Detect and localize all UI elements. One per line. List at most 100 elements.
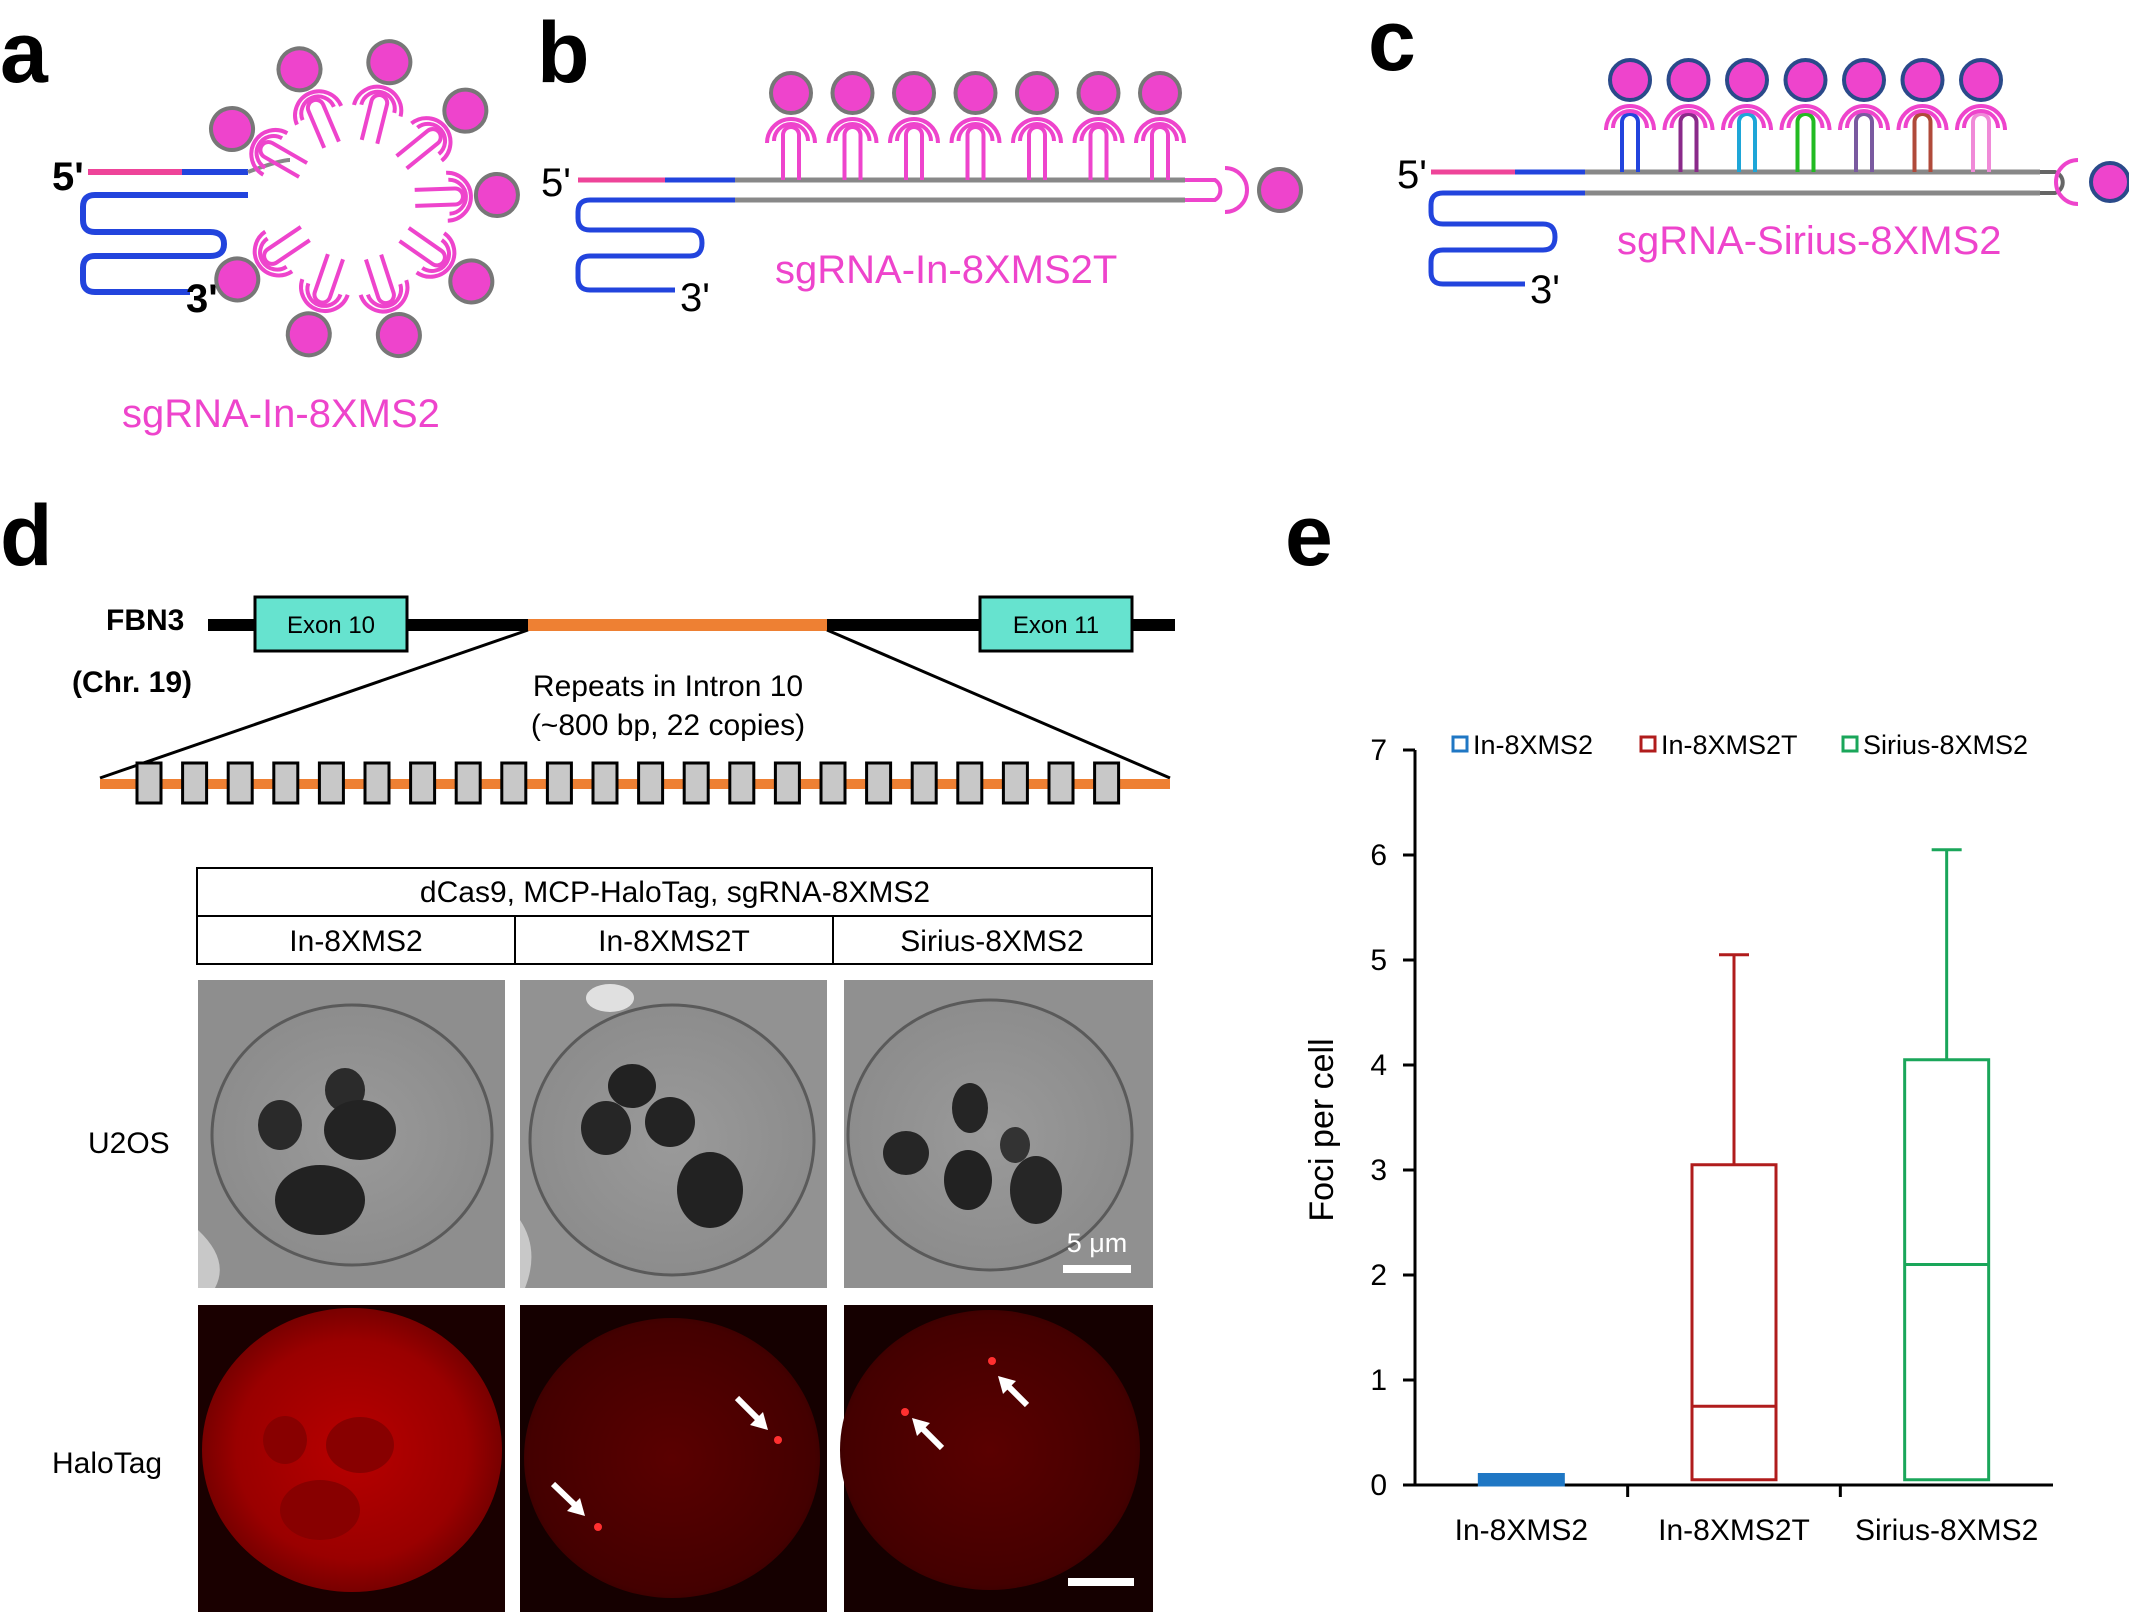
three-prime-label: 3' [1530, 268, 1560, 312]
mcp-particle [1257, 167, 1303, 213]
ms2-stem-loop [352, 39, 413, 145]
brightfield-image-2 [520, 980, 827, 1288]
stem-loop-hairpin [364, 253, 396, 306]
coat-protein-cap [895, 122, 933, 142]
y-axis-title: Foci per cell [1303, 1038, 1341, 1221]
coat-protein-cap [826, 117, 879, 144]
coat-protein-cap [1072, 117, 1125, 144]
ms2-stem-loop [1779, 58, 1832, 172]
ms2-stem-loop [395, 87, 489, 171]
ms2-stem-loop [1896, 58, 1949, 172]
y-tick-label: 4 [1370, 1049, 1387, 1082]
mcp-particle [1015, 71, 1059, 115]
mcp-particle [442, 87, 489, 134]
stem-loop-hairpin [262, 225, 311, 266]
box-rect [1690, 1163, 1778, 1482]
exon-10-box [253, 595, 409, 653]
coat-protein-cap [949, 117, 1002, 144]
coat-protein-cap [359, 89, 397, 114]
y-tick-label: 1 [1370, 1364, 1387, 1397]
stem-loop-hairpin [1620, 112, 1640, 172]
stem-loop-hairpin [312, 253, 345, 305]
mcp-particle [375, 312, 422, 359]
mcp-particle [953, 71, 998, 115]
legend-swatch [1841, 735, 1859, 753]
coat-protein-cap [448, 177, 468, 216]
gene-name: FBN3 [106, 604, 184, 637]
coat-protein-cap [772, 122, 810, 142]
ms2-stem-loop [1838, 58, 1890, 172]
halotag-image-3 [840, 1305, 1153, 1612]
repeat-unit [1001, 761, 1029, 805]
coat-protein-cap [1955, 104, 2007, 131]
coat-protein-cap [352, 84, 404, 118]
ms2-stem-loop [1955, 58, 2007, 172]
ms2-stem-loop-row [765, 71, 1303, 214]
stem-loop-hairpin [842, 125, 863, 180]
ms2-stem-loop [1072, 71, 1125, 180]
five-prime-label: 5' [52, 155, 84, 199]
row-label-u2os: U2OS [88, 1127, 170, 1160]
coat-protein-cap [1838, 104, 1890, 131]
repeat-unit [226, 761, 254, 805]
coat-protein-cap [299, 94, 336, 121]
mcp-particle [1900, 58, 1945, 102]
legend-label: In-8XMS2T [1661, 730, 1798, 760]
three-prime-label: 3' [680, 276, 710, 320]
coat-protein-cap [1611, 109, 1649, 129]
repeat-unit [409, 761, 437, 805]
mcp-particle [1725, 58, 1769, 102]
sgRNA-scaffold-loop [1428, 190, 1585, 287]
repeats-detail: (~800 bp, 22 copies) [531, 709, 805, 742]
coat-protein-cap [1224, 166, 1249, 214]
repeat-unit [728, 761, 756, 805]
sgRNA-scaffold-loop [575, 197, 735, 293]
repeat-unit [545, 761, 573, 805]
mcp-particle [209, 106, 256, 152]
repeat-unit [1047, 761, 1075, 805]
box-In-8XMS2 [1477, 1473, 1565, 1487]
y-tick-label: 5 [1370, 944, 1387, 977]
coat-protein-cap [1662, 104, 1715, 131]
coat-protein-cap [416, 121, 447, 156]
coat-protein-cap [258, 236, 288, 272]
coat-protein-cap [293, 89, 343, 126]
coat-protein-cap [254, 134, 284, 170]
repeat-unit [317, 761, 345, 805]
zoom-line-left [99, 628, 529, 780]
y-tick-label: 2 [1370, 1259, 1387, 1292]
column-header-box [196, 915, 516, 965]
chromosome-label: (Chr. 19) [72, 666, 192, 699]
mcp-particle [2089, 161, 2129, 203]
repeat-unit [500, 761, 528, 805]
row-label-halotag: HaloTag [52, 1447, 162, 1480]
repeat-unit [591, 761, 619, 805]
stem-loop-hairpin [1678, 112, 1699, 172]
stem-loop-hairpin [414, 186, 465, 208]
ms2-stem-loop [1662, 58, 1715, 172]
column-label: In-8XMS2T [598, 925, 750, 958]
brightfield-image-1 [198, 980, 505, 1288]
coat-protein-cap [1079, 122, 1118, 142]
coat-protein-cap [2054, 158, 2079, 206]
mcp-particle [276, 46, 323, 93]
panel-letter-e: e [1285, 488, 1333, 584]
coat-protein-cap [1604, 104, 1656, 131]
panel-letter-b: b [537, 5, 590, 101]
panel-letter-a: a [0, 5, 49, 101]
mcp-particle [366, 39, 413, 86]
box-rect [1903, 1058, 1991, 1482]
repeat-unit [135, 761, 163, 805]
coat-protein-cap [1779, 104, 1832, 131]
coat-protein-cap [1018, 122, 1056, 142]
panel-d: d FBN3 (Chr. 19) Exon 10 Exon 11 Repeats… [0, 488, 1175, 1612]
sgRNA-label-c: sgRNA-Sirius-8XMS2 [1617, 219, 2002, 263]
repeat-units [135, 761, 1121, 805]
exon-11-box [978, 595, 1134, 653]
coat-protein-cap [1786, 109, 1825, 129]
coat-protein-cap [1141, 122, 1179, 142]
repeat-unit [682, 761, 710, 805]
mcp-particle [892, 71, 936, 115]
